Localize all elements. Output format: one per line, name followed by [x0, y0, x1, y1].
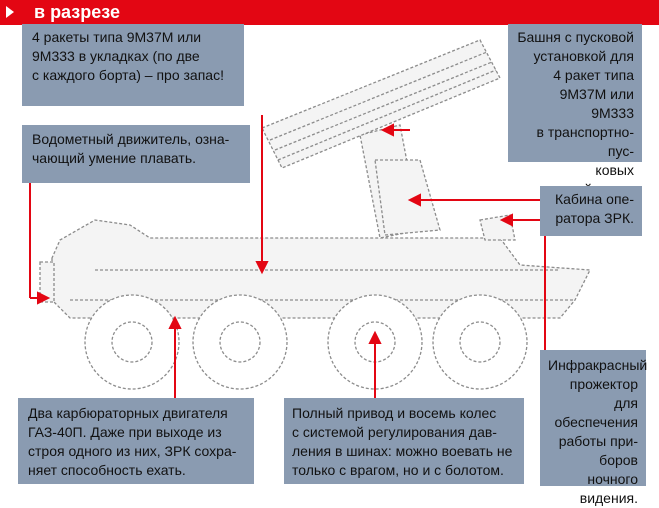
callout-cabin: Кабина опе- ратора ЗРК.: [540, 186, 642, 236]
callout-engines: Два карбюраторных двигателя ГАЗ-40П. Даж…: [18, 398, 254, 484]
turret-support: [374, 159, 441, 236]
callout-drive: Полный привод и восемь колес с системой …: [284, 398, 524, 484]
hull-outline: [51, 219, 592, 319]
header-title: в разрезе: [34, 2, 120, 22]
callout-engines-text: Два карбюраторных двигателя ГАЗ-40П. Даж…: [28, 405, 237, 478]
callout-infrared-text: Инфракрасный прожектор для обеспечения р…: [548, 357, 648, 506]
callout-turret-text: Башня с пусковой установкой для 4 ракет …: [517, 29, 634, 197]
callout-waterjet: Водометный движитель, озна- чающий умени…: [22, 125, 250, 183]
callout-infrared: Инфракрасный прожектор для обеспечения р…: [540, 350, 647, 506]
header-bar: в разрезе: [0, 0, 659, 25]
launcher-containers: [261, 39, 501, 169]
header-marker-icon: [6, 6, 14, 18]
callout-waterjet-text: Водометный движитель, озна- чающий умени…: [32, 131, 230, 166]
callout-cabin-text: Кабина опе- ратора ЗРК.: [554, 191, 634, 226]
callout-turret: Башня с пусковой установкой для 4 ракет …: [508, 24, 642, 197]
rear-panel: [39, 261, 55, 303]
callout-rockets: 4 ракеты типа 9М37М или 9М333 в укладках…: [22, 24, 244, 106]
callout-drive-text: Полный привод и восемь колес с системой …: [292, 405, 513, 478]
callout-rockets-text: 4 ракеты типа 9М37М или 9М333 в укладках…: [32, 29, 224, 83]
